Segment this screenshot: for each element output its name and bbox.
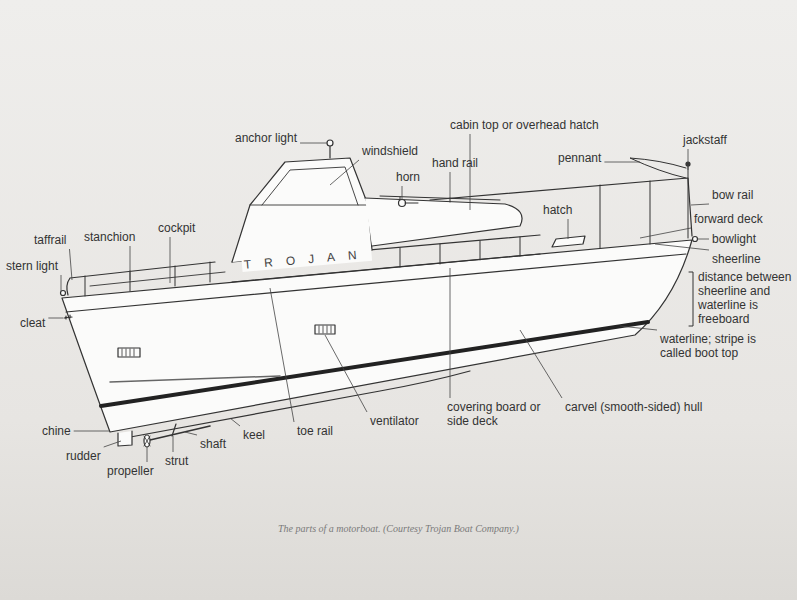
taffrail [67, 262, 215, 295]
part-label: horn [396, 170, 420, 184]
part-label: cockpit [158, 221, 195, 235]
part-label: cleat [20, 316, 45, 330]
leader-line [691, 204, 709, 205]
leader-line [48, 318, 63, 319]
leader-lines [48, 134, 709, 462]
part-label: stanchion [84, 230, 135, 244]
bow-rail [430, 178, 692, 236]
boot-top-stripe [101, 322, 648, 406]
leader-line [104, 441, 121, 447]
part-label: rudder [66, 449, 101, 463]
leader-line [450, 172, 451, 199]
part-label: jackstaff [683, 133, 727, 147]
part-label: propeller [107, 464, 154, 478]
part-label: waterline; stripe is called boot top [660, 332, 788, 360]
forward-hatch [552, 236, 585, 247]
freeboard-bracket [689, 272, 693, 326]
part-label: cabin top or overhead hatch [450, 118, 599, 132]
horn [399, 200, 406, 207]
leader-line [170, 237, 171, 283]
leader-line [74, 431, 110, 432]
part-label: ventilator [370, 414, 419, 428]
windshield [232, 158, 372, 262]
leader-line [61, 275, 62, 291]
cleat [64, 315, 72, 319]
part-label: stern light [6, 259, 58, 273]
leader-line [185, 432, 197, 435]
part-label: windshield [362, 144, 418, 158]
stern-light [61, 291, 66, 296]
leader-line [130, 246, 131, 280]
part-label: distance between sheerline and waterline… [698, 270, 794, 326]
part-label: hatch [543, 203, 572, 217]
leader-line [655, 244, 709, 250]
leader-line [402, 186, 403, 200]
leader-line [325, 335, 367, 412]
leader-line [69, 249, 72, 280]
strut [172, 424, 176, 436]
leader-line [450, 268, 451, 398]
leader-line [604, 162, 640, 163]
leader-line [173, 436, 174, 452]
leader-line [470, 134, 471, 210]
part-label: bow rail [712, 188, 753, 202]
leader-line [230, 418, 240, 426]
rudder [118, 431, 132, 446]
cabin-top [365, 198, 522, 246]
bowlight [693, 237, 698, 242]
leader-line [568, 219, 569, 239]
boat-name: TROJAN [241, 247, 372, 272]
part-label: taffrail [34, 233, 66, 247]
part-label: anchor light [235, 131, 297, 145]
leader-line [620, 326, 657, 330]
leader-line [330, 160, 359, 185]
anchor-light-mast [329, 146, 330, 158]
part-label: shaft [200, 437, 226, 451]
ventilator-symbol [118, 348, 140, 357]
part-label: covering board or side deck [447, 400, 547, 428]
stanchions [85, 262, 210, 296]
part-label: chine [42, 424, 71, 438]
hull-stripe [110, 376, 280, 382]
caption: The parts of a motorboat. (Courtesy Troj… [278, 522, 519, 536]
leader-line [147, 447, 148, 462]
cabin-windows [400, 237, 520, 267]
part-label: pennant [558, 151, 601, 165]
part-label: strut [165, 454, 188, 468]
part-label: hand rail [432, 156, 478, 170]
bow-stanchions [600, 181, 650, 248]
cockpit-coaming [90, 272, 225, 286]
part-label: bowlight [712, 232, 756, 246]
leader-line [640, 228, 691, 238]
ventilator-symbol [315, 325, 335, 334]
part-label: sheerline [712, 252, 761, 266]
leader-line [697, 239, 709, 240]
part-label: toe rail [297, 424, 333, 438]
part-label: forward deck [694, 212, 763, 226]
jackstaff [688, 166, 689, 238]
anchor-light [327, 140, 333, 146]
part-label: keel [243, 428, 265, 442]
leader-line [270, 288, 294, 422]
part-label: carvel (smooth-sided) hull [565, 400, 702, 414]
keel [125, 371, 470, 438]
leader-line [688, 149, 689, 170]
leader-line [520, 330, 562, 398]
leader-line [300, 143, 327, 144]
pennant [630, 158, 686, 178]
propeller [144, 435, 150, 447]
toe-rail-line [66, 254, 686, 312]
